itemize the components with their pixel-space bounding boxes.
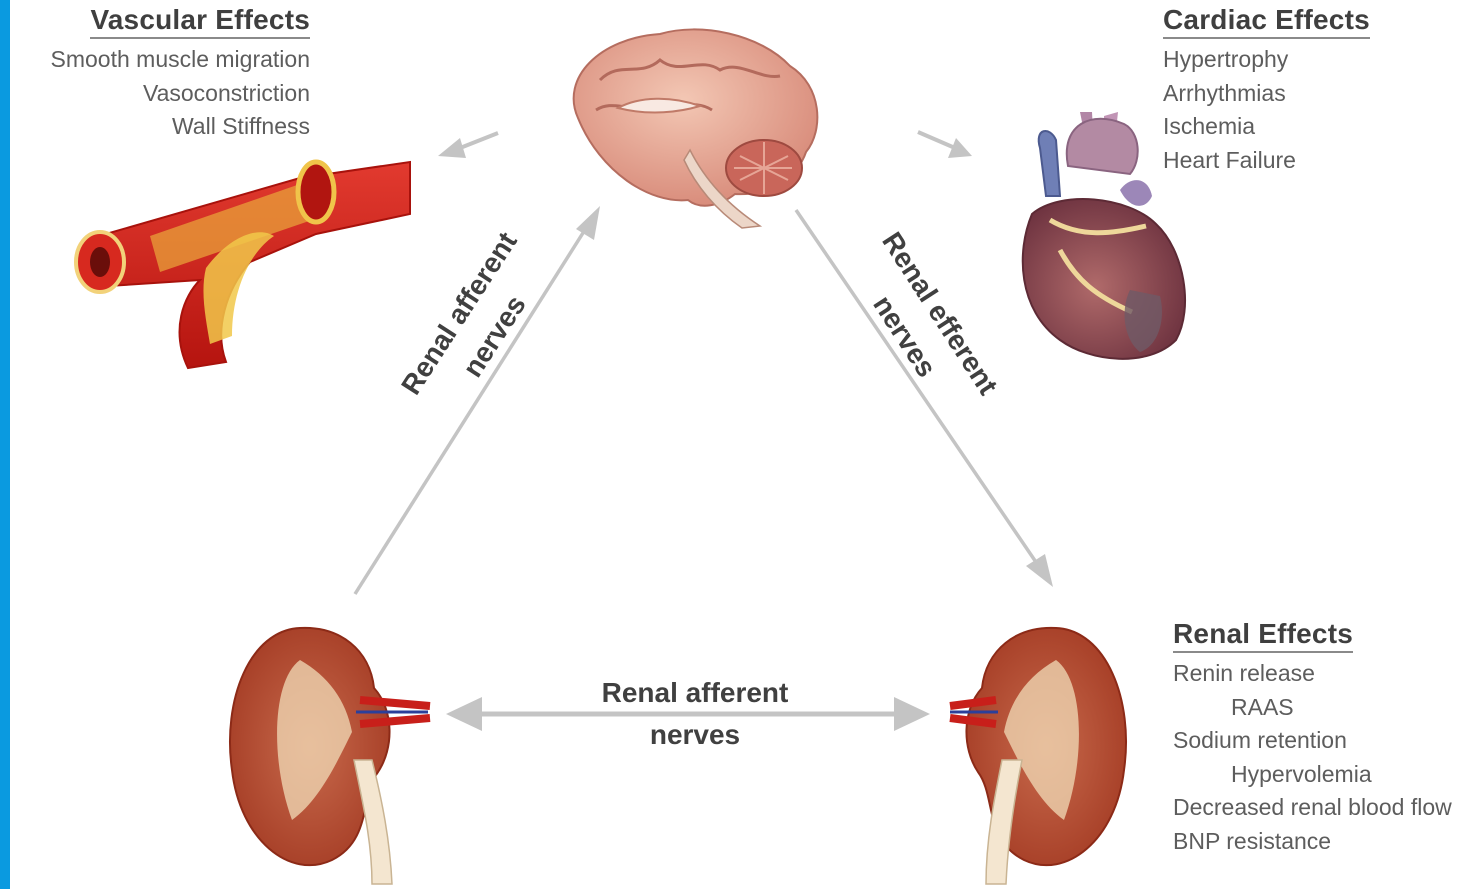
- list-item: Arrhythmias: [1163, 77, 1370, 111]
- list-item: Heart Failure: [1163, 144, 1370, 178]
- list-item: Sodium retention: [1173, 724, 1452, 758]
- renal-effects-list: Renin release RAAS Sodium retention Hype…: [1173, 657, 1452, 858]
- list-item: Hypervolemia: [1173, 758, 1452, 792]
- renal-afferent-nerves-label-bottom: Renal afferent nerves: [560, 672, 830, 756]
- cardiac-effects-title: Cardiac Effects: [1163, 4, 1370, 39]
- vascular-effects-panel: Vascular Effects Smooth muscle migration…: [18, 4, 310, 144]
- list-item: Ischemia: [1163, 110, 1370, 144]
- cardiac-effects-panel: Cardiac Effects Hypertrophy Arrhythmias …: [1163, 4, 1370, 177]
- list-item: Wall Stiffness: [18, 110, 310, 144]
- brain-icon: [574, 29, 818, 228]
- arrow-brain-to-heart: [918, 132, 972, 158]
- list-item: BNP resistance: [1173, 825, 1452, 859]
- renal-effects-title: Renal Effects: [1173, 618, 1353, 653]
- renal-effects-panel: Renal Effects Renin release RAAS Sodium …: [1173, 618, 1452, 858]
- nerve-label-line: nerves: [560, 714, 830, 756]
- blood-vessel-icon: [76, 162, 410, 368]
- list-item: Hypertrophy: [1163, 43, 1370, 77]
- kidney-icon: [950, 628, 1126, 884]
- kidney-icon: [230, 628, 430, 884]
- list-item: Smooth muscle migration: [18, 43, 310, 77]
- nerve-label-line: Renal afferent: [560, 672, 830, 714]
- list-item: Decreased renal blood flow: [1173, 791, 1452, 825]
- list-item: Vasoconstriction: [18, 77, 310, 111]
- list-item: RAAS: [1173, 691, 1452, 725]
- vascular-effects-title: Vascular Effects: [90, 4, 310, 39]
- arrow-brain-to-vessel: [438, 133, 498, 158]
- cardiac-effects-list: Hypertrophy Arrhythmias Ischemia Heart F…: [1163, 43, 1370, 177]
- heart-icon: [1023, 112, 1185, 359]
- list-item: Renin release: [1173, 657, 1452, 691]
- vascular-effects-list: Smooth muscle migration Vasoconstriction…: [18, 43, 310, 144]
